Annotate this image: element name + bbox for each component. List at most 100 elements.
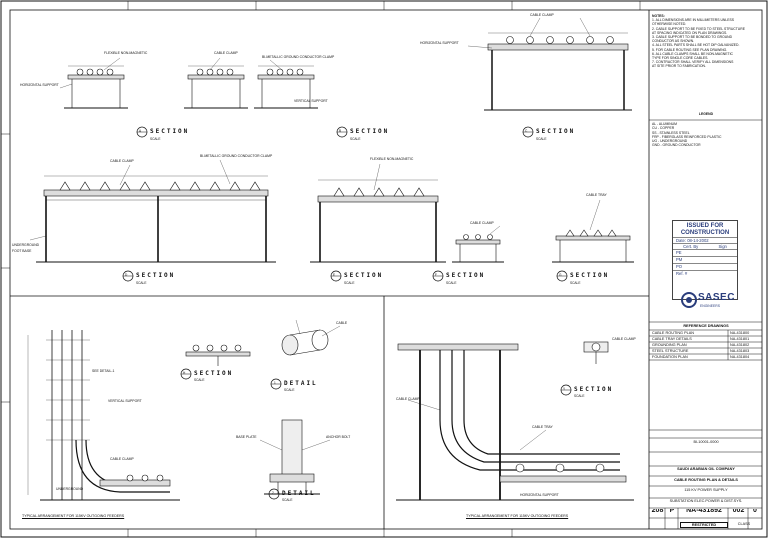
legend-panel: LEGEND AL - ALUMINUM CU - COPPER SS - ST… xyxy=(652,112,760,147)
sasec-logo-text: SASEC xyxy=(698,292,735,303)
legend-item: SS - STAINLESS STEEL xyxy=(652,130,690,135)
note-line: 2. CABLE SUPPORT TO BE FIXED TO STEEL ST… xyxy=(652,26,745,31)
section-f-letter: F xyxy=(435,273,437,277)
reference-row-number: NA-431800 xyxy=(730,331,750,335)
company-name: SAUDI ARABIAN OIL COMPANY xyxy=(677,467,735,471)
label-base-plate: BASE PLATE xyxy=(236,435,257,439)
section-f-scale: SCALE xyxy=(446,281,457,285)
section-d-scale: SCALE xyxy=(136,281,147,285)
section-h-title: SECTION xyxy=(194,370,234,377)
sasec-logo: SASEC ENGINEERS xyxy=(680,290,736,312)
detail-2-marker xyxy=(268,488,280,500)
sasec-logo-icon xyxy=(681,292,697,308)
revision-number: 0 xyxy=(753,509,757,514)
drawing-title-3: 115 KV POWER SUPPLY xyxy=(684,488,728,492)
stamp-date: Date: 08-14-2002 xyxy=(673,237,737,243)
label-horizontal-support-right: HORIZONTAL SUPPORT xyxy=(520,493,559,497)
note-line: AT SITE PRIOR TO FABRICATION. xyxy=(652,64,706,69)
section-a-scale: SCALE xyxy=(150,137,161,141)
label-underground-left: UNDERGROUND xyxy=(56,487,84,491)
note-line: 7. CONTRACTOR SHALL VERIFY ALL DIMENSION… xyxy=(652,60,734,65)
section-f-drawing xyxy=(452,225,504,263)
label-cable-tray-right: CABLE TRAY xyxy=(532,425,553,429)
titleblock-grid xyxy=(649,119,762,529)
section-d-drawing xyxy=(29,159,276,263)
detail-1-marker xyxy=(270,378,282,390)
stamp-sign-label: Sign xyxy=(718,244,727,249)
issued-for-construction-stamp: ISSUED FOR CONSTRUCTION Date: 08-14-2002… xyxy=(672,220,738,300)
reference-row-title: CABLE ROUTING PLAN xyxy=(652,331,694,335)
stamp-date-label: Date: xyxy=(676,238,687,243)
plant-number: 208 xyxy=(651,509,664,514)
label-cable-clamp: CABLE CLAMP xyxy=(214,51,238,55)
zone-ticks xyxy=(1,1,641,537)
note-line: TYPE FOR SINGLE CORE CABLES. xyxy=(652,56,709,61)
legend-item: GND - GROUND CONDUCTOR xyxy=(652,143,701,148)
detail-1-number: 1 xyxy=(274,381,276,385)
section-g-drawing xyxy=(552,199,634,263)
note-line: CONDUCTOR AS SHOWN. xyxy=(652,39,695,44)
section-f-title: SECTION xyxy=(446,272,486,279)
label-bimetallic-clamp: BI-METALLIC GROUND CONDUCTOR CLAMP xyxy=(262,55,335,59)
note-line: OTHERWISE NOTED. xyxy=(652,22,687,27)
label-cable-clamp-f: CABLE CLAMP xyxy=(470,221,494,225)
label-cable-clamp-d: CABLE CLAMP xyxy=(110,159,134,163)
section-f-marker xyxy=(432,270,444,282)
section-a-title: SECTION xyxy=(150,128,190,135)
left-arrangement-title: TYPICAL ARRANGEMENT FOR 115KV OUTGOING F… xyxy=(22,514,125,518)
stamp-row-po: PO xyxy=(673,263,737,270)
section-c-letter: C xyxy=(525,129,528,133)
section-a-drawing xyxy=(59,57,318,109)
section-e-title: SECTION xyxy=(344,272,384,279)
section-b-letter: B xyxy=(339,129,342,133)
section-g-marker xyxy=(556,270,568,282)
right-arrangement-drawing xyxy=(396,343,634,501)
label-foot-base: FOOT BASE xyxy=(12,249,32,253)
section-y-letter: Y xyxy=(563,387,566,391)
section-a-letter: A xyxy=(139,129,142,133)
section-e-letter: E xyxy=(333,273,336,277)
note-line: 4. ALL STEEL PARTS SHALL BE HOT DIP GALV… xyxy=(652,43,740,48)
note-line: AT SPACING INDICATED ON PLAN DRAWINGS. xyxy=(652,30,728,35)
job-number: BI-10001-0000 xyxy=(693,440,719,444)
sheet-number: 002 xyxy=(732,509,745,514)
section-d-marker xyxy=(122,270,134,282)
legend-item: CU - COPPER xyxy=(652,126,675,131)
reference-drawings-heading: REFERENCE DRAWINGS xyxy=(683,324,729,328)
section-c-scale: SCALE xyxy=(536,137,547,141)
class-label: CLASS xyxy=(737,522,751,526)
reference-row-title: STEEL STRUCTURE xyxy=(652,349,689,353)
label-anchor-bolt: ANCHOR BOLT xyxy=(326,435,351,439)
label-horizontal-support: HORIZONTAL SUPPORT xyxy=(20,83,59,87)
sheet-inner-border xyxy=(9,9,763,530)
stamp-line1: ISSUED FOR xyxy=(686,223,724,229)
legend-item: AL - ALUMINUM xyxy=(652,122,677,127)
notes-heading: NOTES: xyxy=(652,14,665,18)
section-h-scale: SCALE xyxy=(194,378,205,382)
section-b-title: SECTION xyxy=(350,128,390,135)
reference-row-number: NA-431803 xyxy=(730,349,750,353)
legend-heading: LEGEND xyxy=(698,112,714,116)
sasec-logo-tag: ENGINEERS xyxy=(700,304,720,308)
stamp-cert-row: Cert. By Sign xyxy=(673,243,737,249)
label-cable-clamp-right: CABLE CLAMP xyxy=(396,397,420,401)
note-line: 6. ALL CABLE CLAMPS SHALL BE NON-MAGNETI… xyxy=(652,51,733,56)
reference-row-title: GROUNDING PLAN xyxy=(652,343,687,347)
left-arrangement-drawing xyxy=(27,330,180,501)
section-y-title: SECTION xyxy=(574,386,614,393)
section-h-letter: H xyxy=(183,371,186,375)
label-cable-clamp-left: CABLE CLAMP xyxy=(110,457,134,461)
drawing-title-2: SUBSTATION ELEC.POWER & DIST.SYS. xyxy=(669,499,743,503)
note-line: 5. FOR CABLE ROUTING SEE PLAN DRAWING. xyxy=(652,47,728,52)
label-bimetallic-d: BI-METALLIC GROUND CONDUCTOR CLAMP xyxy=(200,154,273,158)
reference-row-number: NA-431801 xyxy=(730,337,750,341)
section-b-scale: SCALE xyxy=(350,137,361,141)
stamp-row-pm: PM xyxy=(673,256,737,263)
section-g-title: SECTION xyxy=(570,272,610,279)
label-cable-clamp-c: CABLE CLAMP xyxy=(530,13,554,17)
label-vertical-support: VERTICAL SUPPORT xyxy=(294,99,328,103)
label-horizontal-support-c: HORIZONTAL SUPPORT xyxy=(420,41,459,45)
section-y-scale: SCALE xyxy=(574,394,585,398)
section-c-title: SECTION xyxy=(536,128,576,135)
